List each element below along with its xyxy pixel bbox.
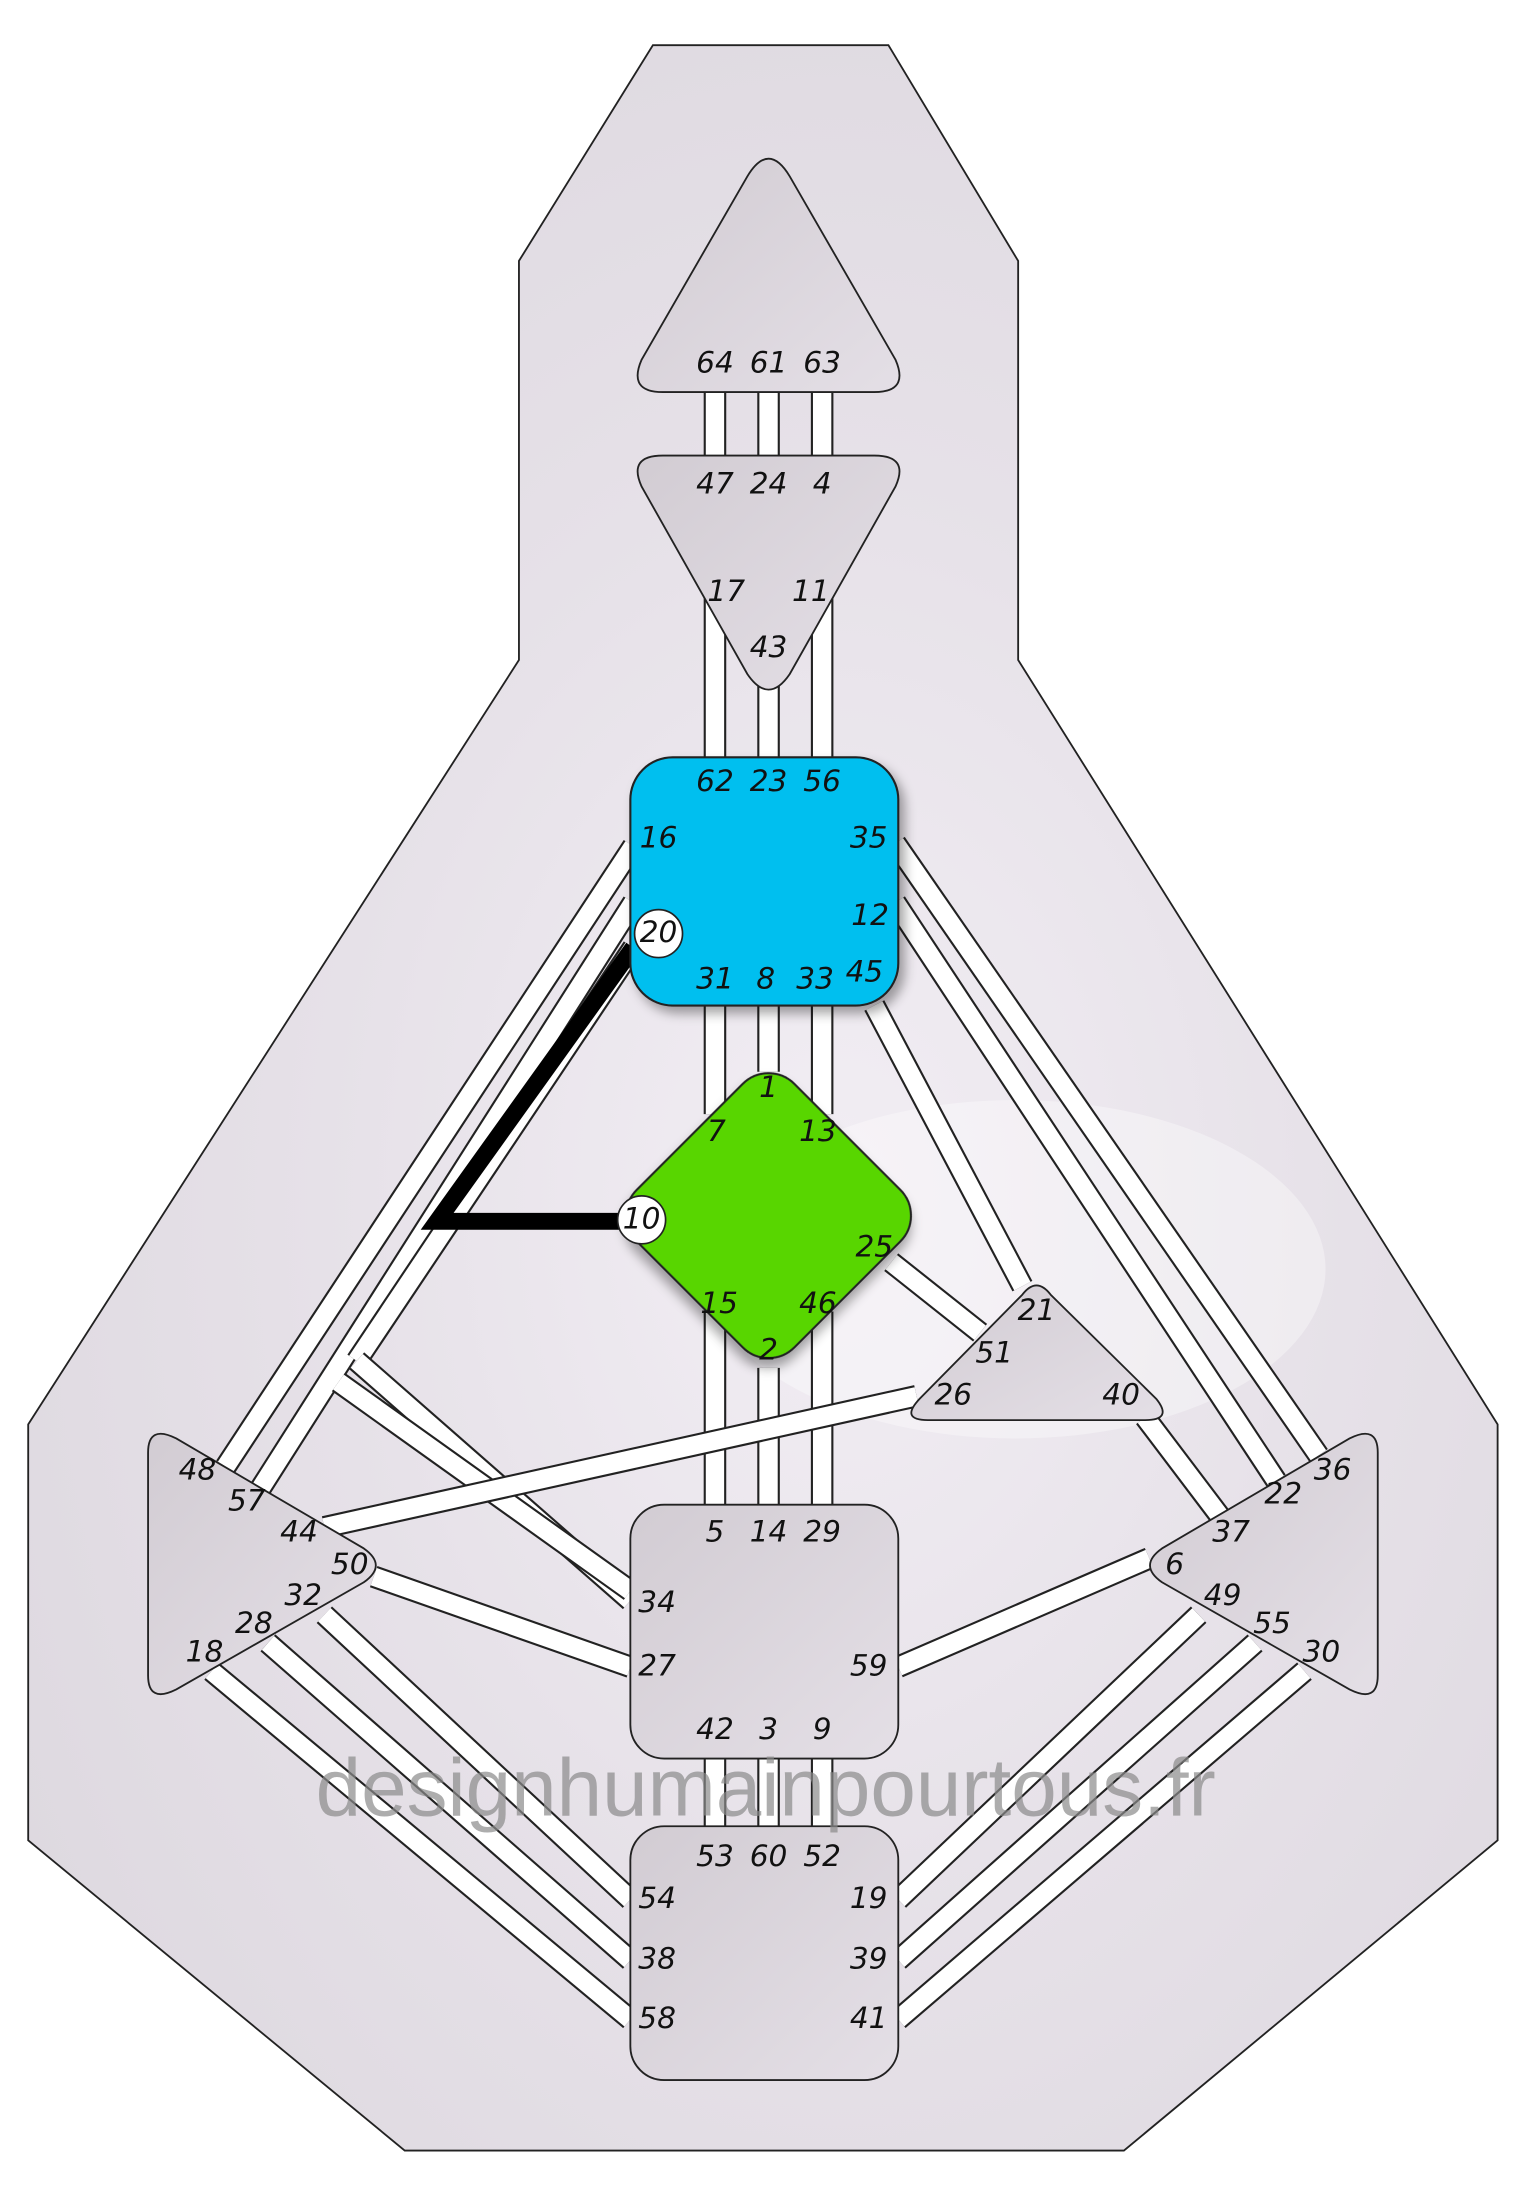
channel[interactable] bbox=[890, 1606, 1207, 1908]
gate-18[interactable]: 18 bbox=[186, 1634, 224, 1668]
channel[interactable] bbox=[321, 1385, 920, 1539]
channel[interactable] bbox=[890, 1634, 1263, 1969]
gate-26[interactable]: 26 bbox=[934, 1378, 972, 1412]
channel[interactable] bbox=[369, 1565, 635, 1678]
gate-49[interactable]: 49 bbox=[1204, 1578, 1242, 1612]
gate-9[interactable]: 9 bbox=[813, 1712, 832, 1746]
gate-11[interactable]: 11 bbox=[792, 574, 830, 608]
channel[interactable] bbox=[890, 1662, 1312, 2029]
gate-4[interactable]: 4 bbox=[813, 467, 832, 501]
gate-28[interactable]: 28 bbox=[235, 1606, 273, 1640]
gate-19[interactable]: 19 bbox=[850, 1881, 888, 1915]
centers bbox=[147, 158, 1379, 2081]
gate-22[interactable]: 22 bbox=[1264, 1476, 1302, 1510]
gate-30[interactable]: 30 bbox=[1302, 1634, 1340, 1668]
gate-38[interactable]: 38 bbox=[638, 1942, 676, 1976]
gate-17[interactable]: 17 bbox=[707, 574, 745, 608]
gate-21[interactable]: 21 bbox=[1018, 1293, 1056, 1327]
gate-33[interactable]: 33 bbox=[796, 962, 834, 996]
gate-6[interactable]: 6 bbox=[1165, 1547, 1184, 1581]
gate-45[interactable]: 45 bbox=[846, 955, 884, 989]
channel[interactable] bbox=[864, 1000, 1033, 1292]
gate-50[interactable]: 50 bbox=[331, 1547, 369, 1581]
channel[interactable] bbox=[884, 1253, 988, 1342]
gate-35[interactable]: 35 bbox=[850, 821, 888, 855]
gate-15[interactable]: 15 bbox=[700, 1286, 738, 1320]
ajna-center[interactable] bbox=[636, 454, 901, 691]
activated-gate-marker bbox=[633, 908, 684, 959]
gate-61[interactable]: 61 bbox=[750, 345, 788, 379]
gate-47[interactable]: 47 bbox=[696, 467, 734, 501]
gate-43[interactable]: 43 bbox=[750, 630, 788, 664]
spleen-center[interactable] bbox=[147, 1432, 377, 1696]
channel[interactable] bbox=[260, 1634, 638, 1969]
gate-52[interactable]: 52 bbox=[803, 1839, 841, 1873]
g-center[interactable] bbox=[611, 1058, 926, 1373]
gate-8[interactable]: 8 bbox=[756, 962, 775, 996]
gate-48[interactable]: 48 bbox=[179, 1452, 217, 1486]
gate-7[interactable]: 7 bbox=[707, 1114, 726, 1148]
gate-46[interactable]: 46 bbox=[799, 1286, 837, 1320]
gate-57[interactable]: 57 bbox=[228, 1483, 266, 1517]
gate-41[interactable]: 41 bbox=[850, 2001, 888, 2035]
gate-31[interactable]: 31 bbox=[696, 962, 734, 996]
gate-59[interactable]: 59 bbox=[850, 1648, 888, 1682]
gate-24[interactable]: 24 bbox=[750, 467, 788, 501]
gate-62[interactable]: 62 bbox=[696, 764, 734, 798]
gate-39[interactable]: 39 bbox=[850, 1942, 888, 1976]
channel[interactable] bbox=[886, 896, 1286, 1487]
gate-2[interactable]: 2 bbox=[759, 1333, 778, 1367]
gate-40[interactable]: 40 bbox=[1102, 1378, 1140, 1412]
ego-center[interactable] bbox=[910, 1284, 1164, 1422]
channel[interactable] bbox=[886, 836, 1328, 1462]
channel[interactable] bbox=[204, 1662, 638, 2029]
gate-54[interactable]: 54 bbox=[638, 1881, 676, 1915]
gate-29[interactable]: 29 bbox=[803, 1514, 841, 1548]
gate-16[interactable]: 16 bbox=[640, 821, 678, 855]
solar-plexus-center[interactable] bbox=[1149, 1432, 1379, 1696]
sacral-center[interactable] bbox=[629, 1503, 900, 1760]
gate-58[interactable]: 58 bbox=[638, 2001, 676, 2035]
gate-63[interactable]: 63 bbox=[803, 345, 841, 379]
activated-gate-marker bbox=[616, 1195, 667, 1245]
watermark: designhumainpourtous.fr bbox=[316, 1742, 1216, 1833]
gate-13[interactable]: 13 bbox=[799, 1114, 837, 1148]
gate-36[interactable]: 36 bbox=[1314, 1452, 1352, 1486]
gate-5[interactable]: 5 bbox=[706, 1514, 725, 1548]
gate-34[interactable]: 34 bbox=[638, 1585, 676, 1619]
root-center[interactable] bbox=[629, 1825, 900, 2081]
gate-10[interactable]: 10 bbox=[623, 1201, 661, 1235]
channel[interactable] bbox=[1136, 1410, 1229, 1523]
channel[interactable] bbox=[316, 1606, 639, 1908]
gate-44[interactable]: 44 bbox=[280, 1514, 318, 1548]
gate-25[interactable]: 25 bbox=[855, 1230, 893, 1264]
gate-3[interactable]: 3 bbox=[759, 1712, 778, 1746]
gate-23[interactable]: 23 bbox=[750, 764, 788, 798]
channel[interactable] bbox=[216, 839, 643, 1473]
gate-53[interactable]: 53 bbox=[696, 1839, 734, 1873]
gate-55[interactable]: 55 bbox=[1253, 1606, 1291, 1640]
gate-1[interactable]: 1 bbox=[759, 1070, 778, 1104]
head-center[interactable] bbox=[636, 158, 901, 394]
gate-60[interactable]: 60 bbox=[750, 1839, 788, 1873]
gate-64[interactable]: 64 bbox=[696, 345, 734, 379]
gate-27[interactable]: 27 bbox=[638, 1648, 676, 1682]
defined-channel-20-10[interactable] bbox=[420, 942, 641, 1230]
gate-51[interactable]: 51 bbox=[975, 1335, 1013, 1369]
gate-12[interactable]: 12 bbox=[851, 898, 889, 932]
channel[interactable] bbox=[893, 1547, 1154, 1678]
gate-32[interactable]: 32 bbox=[284, 1578, 322, 1612]
gate-37[interactable]: 37 bbox=[1212, 1514, 1250, 1548]
gate-56[interactable]: 56 bbox=[803, 764, 841, 798]
gate-20[interactable]: 20 bbox=[640, 915, 678, 949]
throat-center[interactable] bbox=[629, 756, 900, 1007]
gate-42[interactable]: 42 bbox=[696, 1712, 734, 1746]
gate-14[interactable]: 14 bbox=[750, 1514, 788, 1548]
